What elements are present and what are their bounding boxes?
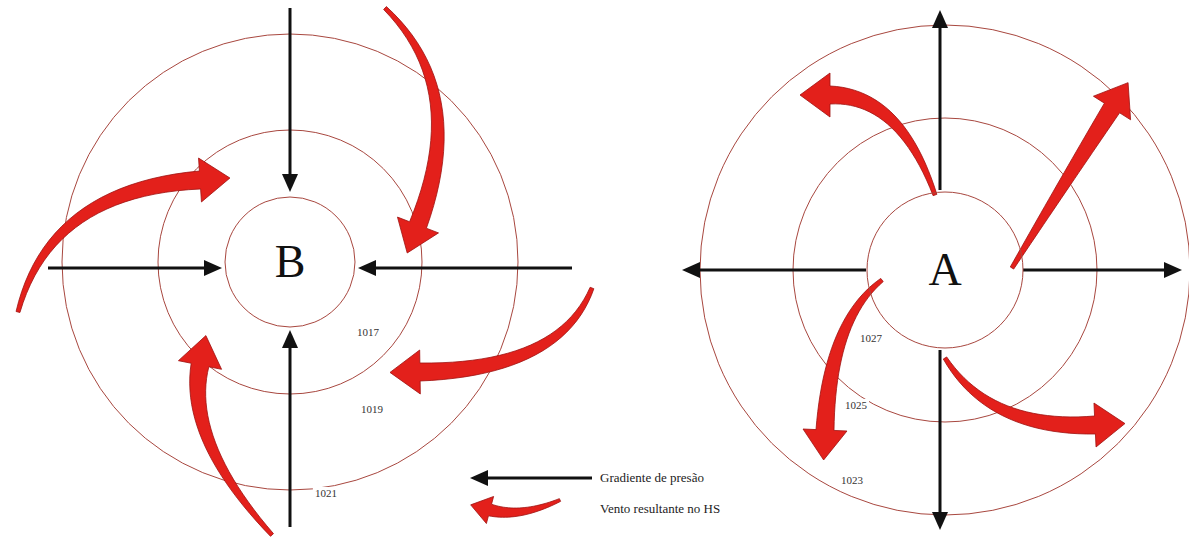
isobar-value: 1017 bbox=[355, 326, 381, 338]
gradient-arrow-head bbox=[282, 330, 298, 348]
isobar-value: 1027 bbox=[858, 332, 884, 344]
pressure-centre: A bbox=[866, 191, 1024, 349]
gradient-arrow-head bbox=[1164, 262, 1182, 278]
isobar-circle bbox=[867, 192, 1023, 348]
gradient-arrow-shaft bbox=[1023, 269, 1164, 272]
isobar-value: 1025 bbox=[843, 399, 869, 411]
gradient-arrow-shaft bbox=[289, 348, 292, 527]
gradient-arrow-shaft bbox=[939, 28, 942, 190]
wind-arrow bbox=[471, 496, 561, 523]
legend-entry: Gradiente de presão bbox=[598, 471, 706, 485]
wind-arrow bbox=[1010, 83, 1130, 269]
legend-entry: Vento resultante no HS bbox=[598, 502, 722, 516]
legend-gradient-sample-shaft bbox=[488, 477, 592, 480]
arrow-group bbox=[16, 7, 1182, 537]
gradient-arrow-head bbox=[358, 260, 376, 276]
gradient-arrow-head bbox=[682, 262, 700, 278]
legend-gradient-sample-head bbox=[470, 470, 488, 486]
gradient-arrow-shaft bbox=[48, 267, 204, 270]
wind-arrow bbox=[803, 278, 883, 460]
gradient-arrow-shaft bbox=[939, 350, 942, 512]
gradient-arrow-shaft bbox=[289, 8, 292, 174]
pressure-letter: B bbox=[275, 239, 306, 285]
wind-arrow bbox=[384, 7, 444, 253]
isobar-circle bbox=[225, 197, 355, 327]
gradient-arrow-shaft bbox=[376, 267, 572, 270]
gradient-arrow-head bbox=[932, 10, 948, 28]
isobar-circle bbox=[700, 25, 1189, 515]
wind-arrow bbox=[943, 357, 1125, 447]
gradient-arrow-head bbox=[282, 174, 298, 192]
wind-arrow bbox=[16, 158, 230, 312]
wind-arrow bbox=[178, 336, 273, 537]
wind-arrow bbox=[390, 287, 594, 394]
isobar-value: 1021 bbox=[313, 487, 339, 499]
gradient-arrow-head bbox=[204, 260, 222, 276]
pressure-letter: A bbox=[928, 247, 961, 293]
wind-arrow bbox=[800, 73, 937, 196]
isobar-value: 1023 bbox=[839, 474, 865, 486]
pressure-centre: B bbox=[224, 196, 356, 328]
gradient-arrow-shaft bbox=[700, 269, 866, 272]
isobar-value: 1019 bbox=[359, 403, 385, 415]
gradient-arrow-head bbox=[932, 512, 948, 530]
